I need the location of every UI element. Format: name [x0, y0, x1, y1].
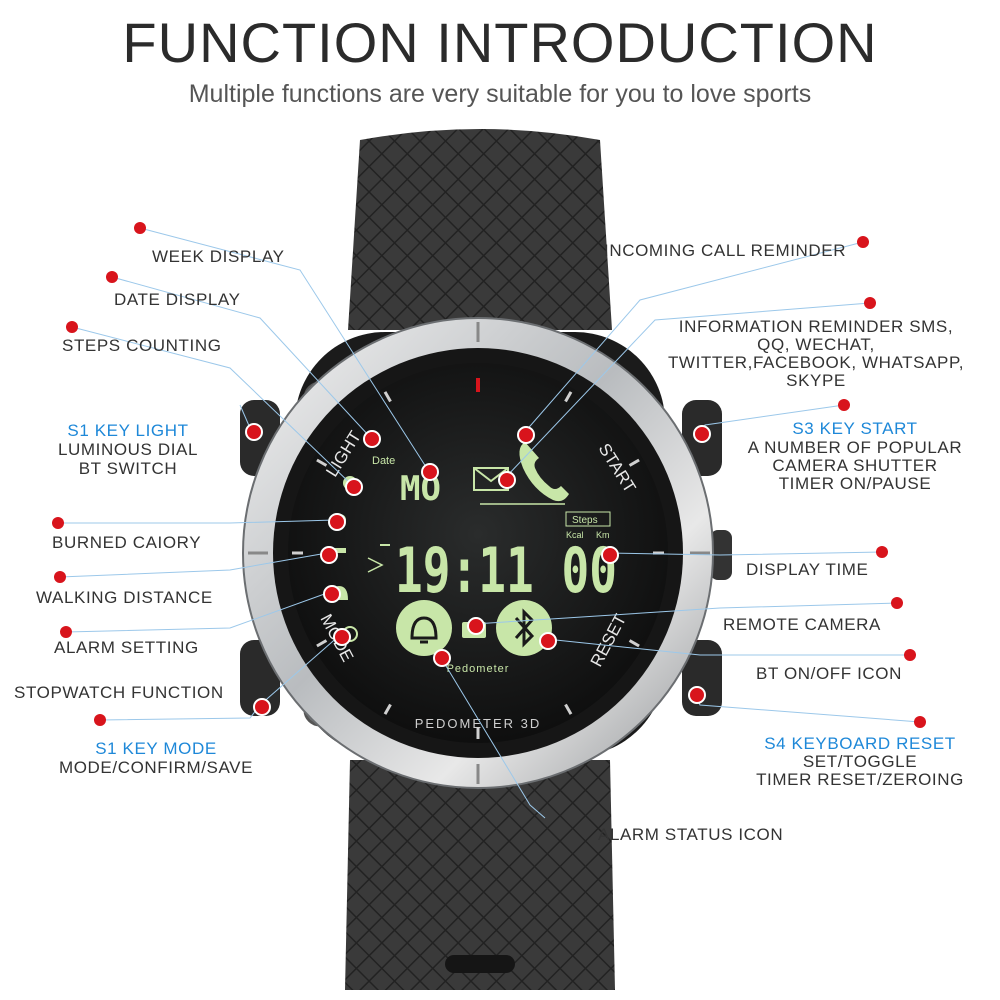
pin-bt-icon — [539, 632, 557, 650]
label-walking-distance: WALKING DISTANCE — [36, 588, 213, 607]
callout-dot — [838, 399, 850, 411]
pin-mode-key — [253, 698, 271, 716]
dial-tick — [383, 391, 392, 403]
callout-dot — [94, 714, 106, 726]
label-luminous-dial: LUMINOUS DIAL — [57, 440, 199, 459]
label-timer-reset: TIMER RESET/ZEROING — [756, 770, 964, 789]
label-remote-camera: REMOTE CAMERA — [723, 615, 881, 634]
pin-date-display — [363, 430, 381, 448]
callout-dot — [864, 297, 876, 309]
label-steps-counting: STEPS COUNTING — [62, 336, 222, 355]
pin-week-display — [421, 463, 439, 481]
label-bt-switch: BT SWITCH — [78, 459, 178, 478]
label-alarm-status: ALARM STATUS ICON — [598, 825, 784, 844]
lcd-km-label: Km — [596, 530, 610, 540]
dial-tick — [564, 391, 573, 403]
alarm-bell-circle — [396, 600, 452, 656]
callout-dot — [60, 626, 72, 638]
dial-tick — [316, 458, 328, 467]
page-title: FUNCTION INTRODUCTION — [122, 11, 878, 74]
pin-display-time — [601, 546, 619, 564]
lcd-time: 19:11 00 — [395, 534, 617, 607]
label-alarm-setting: ALARM SETTING — [54, 638, 199, 657]
pin-remote-camera — [467, 617, 485, 635]
label-bt-icon: BT ON/OFF ICON — [756, 664, 902, 683]
label-set-toggle: SET/TOGGLE — [802, 752, 918, 771]
dial-tick — [628, 458, 640, 467]
dial-tick — [564, 703, 573, 715]
pin-info-reminder — [498, 471, 516, 489]
label-info-reminder-4: SKYPE — [786, 371, 846, 390]
strap-top — [348, 129, 612, 330]
pin-start-key — [693, 425, 711, 443]
lcd-steps-label: Steps — [572, 515, 598, 526]
dial-face — [288, 363, 668, 743]
strap-bottom — [345, 760, 615, 990]
pin-steps — [345, 478, 363, 496]
pin-reset-key — [688, 686, 706, 704]
label-display-time: DISPLAY TIME — [746, 560, 869, 579]
callout-dot — [914, 716, 926, 728]
label-info-reminder-1: INFORMATION REMINDER SMS, — [678, 317, 954, 336]
label-incoming-call: INCOMING CALL REMINDER — [604, 241, 847, 260]
dial-tick — [383, 703, 392, 715]
label-s1-key-mode: S1 KEY MODE — [95, 739, 217, 758]
label-week-display: WEEK DISPLAY — [152, 247, 285, 266]
bezel-brand-label: PEDOMETER 3D — [415, 716, 542, 731]
phone-icon — [519, 442, 569, 502]
pin-alarm-status — [433, 649, 451, 667]
label-date-display: DATE DISPLAY — [114, 290, 241, 309]
label-s1-key-light: S1 KEY LIGHT — [67, 421, 189, 440]
callout-dot — [904, 649, 916, 661]
pin-stopwatch — [333, 628, 351, 646]
pin-incoming-call — [517, 426, 535, 444]
dial-tick — [316, 639, 328, 648]
label-mode-confirm-save: MODE/CONFIRM/SAVE — [58, 758, 254, 777]
callout-dot — [891, 597, 903, 609]
callout-dot — [876, 546, 888, 558]
label-camera-shutter-1: A NUMBER OF POPULAR — [747, 438, 963, 457]
page-subtitle: Multiple functions are very suitable for… — [188, 80, 812, 108]
pin-distance — [320, 546, 338, 564]
dial-tick — [628, 639, 640, 648]
label-info-reminder-3: TWITTER,FACEBOOK, WHATSAPP, — [667, 353, 965, 372]
pin-calory — [328, 513, 346, 531]
label-s4-key-reset: S4 KEYBOARD RESET — [764, 734, 956, 753]
label-burned-calory: BURNED CAIORY — [52, 533, 202, 552]
label-s3-key-start: S3 KEY START — [792, 419, 918, 438]
pin-alarm-setting — [323, 585, 341, 603]
callout-dot — [857, 236, 869, 248]
callout-dot — [66, 321, 78, 333]
callout-dot — [106, 271, 118, 283]
label-stopwatch-function: STOPWATCH FUNCTION — [14, 683, 224, 702]
label-info-reminder-2: QQ, WECHAT, — [757, 335, 875, 354]
callout-dot — [52, 517, 64, 529]
pin-light-key — [245, 423, 263, 441]
lcd-pedometer: Pedometer — [447, 663, 510, 675]
lcd-date-label: Date — [372, 455, 395, 467]
callout-dot — [54, 571, 66, 583]
callout-dot — [134, 222, 146, 234]
lcd-kcal-label: Kcal — [566, 530, 584, 540]
label-camera-shutter-2: CAMERA SHUTTER — [772, 456, 938, 475]
label-camera-shutter-3: TIMER ON/PAUSE — [778, 474, 932, 493]
